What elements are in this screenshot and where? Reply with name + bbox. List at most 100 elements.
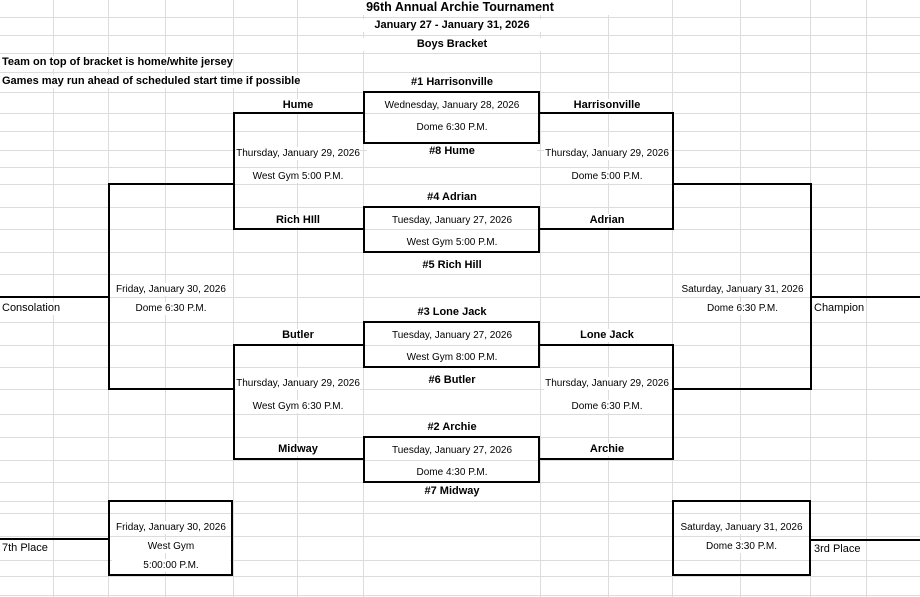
gridline-column (866, 0, 867, 597)
round1-game1-bottom-seed: #8 Hume (367, 145, 537, 158)
third-place-label: 3rd Place (814, 543, 861, 556)
third-place-venue-time: Dome 3:30 P.M. (675, 540, 808, 553)
gridline-row (0, 113, 920, 114)
championship-final-date: Saturday, January 31, 2026 (677, 283, 808, 296)
gridline-column (363, 0, 364, 597)
seventh-place-date: Friday, January 30, 2026 (112, 521, 230, 534)
bracket-line (540, 112, 672, 114)
bracket-line (540, 228, 672, 230)
consolation-semi1-bottom-team: Rich HIll (236, 214, 360, 227)
gridline-row (0, 167, 920, 168)
round1-game1-date: Wednesday, January 28, 2026 (367, 99, 537, 112)
championship-semi2-bottom-team: Archie (544, 443, 670, 456)
seventh-place-label: 7th Place (2, 542, 48, 555)
gridline-row (0, 389, 920, 390)
gridline-row (0, 53, 920, 54)
bracket-line (810, 296, 920, 298)
round1-game1-venue-time: Dome 6:30 P.M. (367, 121, 537, 134)
championship-semi2-top-team: Lone Jack (544, 329, 670, 342)
round1-game2-bottom-seed: #5 Rich Hill (367, 259, 537, 272)
bracket-line (108, 183, 233, 185)
round1-game2-venue-time: West Gym 5:00 P.M. (367, 236, 537, 249)
game-box-round1-1 (363, 91, 540, 144)
championship-semi1-top-team: Harrisonville (544, 99, 670, 112)
bracket-line (233, 344, 235, 460)
round1-game3-date: Tuesday, January 27, 2026 (367, 329, 537, 342)
note-start-time: Games may run ahead of scheduled start t… (2, 75, 301, 88)
gridline-column (165, 0, 166, 597)
consolation-semi2-date: Thursday, January 29, 2026 (236, 377, 360, 390)
gridline-row (0, 414, 920, 415)
third-place-date: Saturday, January 31, 2026 (675, 521, 808, 534)
championship-final-venue-time: Dome 6:30 P.M. (677, 302, 808, 315)
gridline-row (0, 345, 920, 346)
bracket-line (672, 112, 674, 230)
consolation-winner-label: Consolation (2, 302, 61, 315)
bracket-line (672, 388, 810, 390)
gridline-column (740, 0, 741, 597)
seventh-place-time: 5:00:00 P.M. (112, 559, 230, 572)
bracket-line (233, 112, 235, 230)
round1-game1-top-seed: #1 Harrisonville (367, 76, 537, 89)
bracket-line (540, 458, 672, 460)
round1-game4-venue-time: Dome 4:30 P.M. (367, 466, 537, 479)
round1-game2-date: Tuesday, January 27, 2026 (367, 214, 537, 227)
bracket-line (233, 344, 363, 346)
gridline-column (297, 0, 298, 597)
gridline-row (0, 560, 920, 561)
round1-game2-top-seed: #4 Adrian (367, 191, 537, 204)
note-home-jersey: Team on top of bracket is home/white jer… (2, 56, 233, 69)
date-range: January 27 - January 31, 2026 (302, 19, 602, 32)
round1-game4-top-seed: #2 Archie (367, 421, 537, 434)
gridline-row (0, 536, 920, 537)
gridline-column (233, 0, 234, 597)
gridline-row (0, 576, 920, 577)
consolation-semi1-date: Thursday, January 29, 2026 (236, 147, 360, 160)
gridline-row (0, 501, 920, 502)
gridline-row (0, 297, 920, 298)
consolation-semi2-bottom-team: Midway (236, 443, 360, 456)
championship-semi1-venue-time: Dome 5:00 P.M. (544, 170, 670, 183)
championship-semi2-venue-time: Dome 6:30 P.M. (544, 400, 670, 413)
gridline-column (540, 0, 541, 597)
consolation-final-date: Friday, January 30, 2026 (112, 283, 230, 296)
gridline-row (0, 229, 920, 230)
gridline-row (0, 513, 920, 514)
bracket-line (540, 344, 672, 346)
gridline-row (0, 460, 920, 461)
gridline-row (0, 72, 920, 73)
bracket-line (108, 388, 233, 390)
gridline-row (0, 17, 920, 18)
bracket-line (811, 539, 920, 541)
gridline-row (0, 184, 920, 185)
championship-semi1-date: Thursday, January 29, 2026 (544, 147, 670, 160)
consolation-semi1-top-team: Hume (236, 99, 360, 112)
championship-semi2-date: Thursday, January 29, 2026 (544, 377, 670, 390)
round1-game4-bottom-seed: #7 Midway (367, 485, 537, 498)
bracket-line (0, 538, 108, 540)
bracket-line (810, 183, 812, 390)
game-box-round1-3 (363, 321, 540, 368)
seventh-place-venue: West Gym (112, 540, 230, 553)
consolation-semi2-top-team: Butler (236, 329, 360, 342)
bracket-name: Boys Bracket (302, 38, 602, 51)
champion-label: Champion (814, 302, 865, 315)
game-box-round1-2 (363, 206, 540, 253)
round1-game4-date: Tuesday, January 27, 2026 (367, 444, 537, 457)
round1-game3-top-seed: #3 Lone Jack (367, 306, 537, 319)
seventh-place-box (108, 500, 233, 576)
bracket-line (233, 458, 363, 460)
consolation-semi2-venue-time: West Gym 6:30 P.M. (236, 400, 360, 413)
gridline-row (0, 35, 920, 36)
bracket-line (233, 112, 363, 114)
round1-game3-venue-time: West Gym 8:00 P.M. (367, 351, 537, 364)
championship-semi1-bottom-team: Adrian (544, 214, 670, 227)
gridline-column (53, 0, 54, 597)
gridline-row (0, 595, 920, 596)
consolation-final-venue-time: Dome 6:30 P.M. (112, 302, 230, 315)
consolation-semi1-venue-time: West Gym 5:00 P.M. (236, 170, 360, 183)
bracket-line (108, 183, 110, 390)
bracket-line (0, 296, 108, 298)
page-title: 96th Annual Archie Tournament (310, 0, 610, 15)
